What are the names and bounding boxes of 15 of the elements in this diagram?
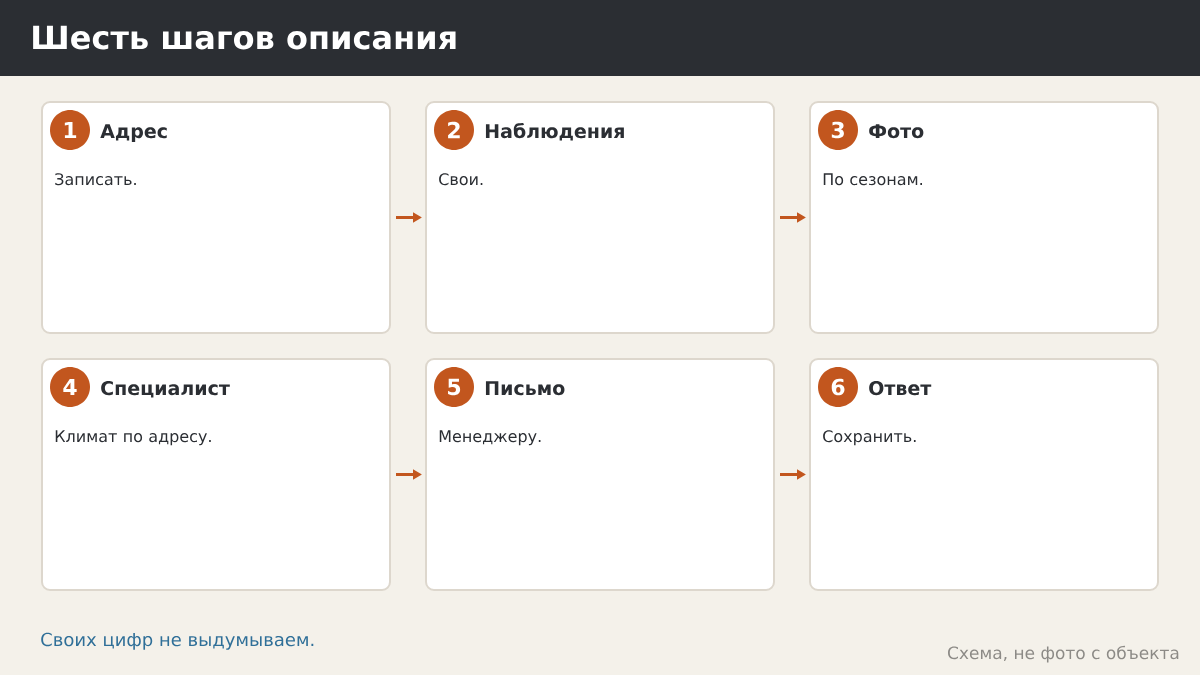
step-text: По сезонам. bbox=[823, 173, 922, 186]
step-text: Сохранить. bbox=[823, 430, 916, 446]
step-heading: Ответ bbox=[869, 380, 932, 396]
title: Шесть шагов описания bbox=[33, 25, 456, 50]
note-text: Своих цифр не выдумываем. bbox=[41, 632, 314, 650]
step-heading: Письмо bbox=[485, 381, 565, 396]
step-text: Записать. bbox=[55, 173, 136, 186]
step-heading: Специалист bbox=[101, 380, 230, 398]
step-heading: Фото bbox=[869, 124, 924, 139]
credit-text: Схема, не фото с объекта bbox=[948, 645, 1179, 663]
step-text: Менеджеру. bbox=[439, 430, 541, 446]
step-text: Климат по адресу. bbox=[55, 430, 211, 446]
step-heading: Адрес bbox=[100, 124, 167, 142]
step-text: Свои. bbox=[439, 173, 483, 186]
step-heading: Наблюдения bbox=[485, 122, 624, 141]
